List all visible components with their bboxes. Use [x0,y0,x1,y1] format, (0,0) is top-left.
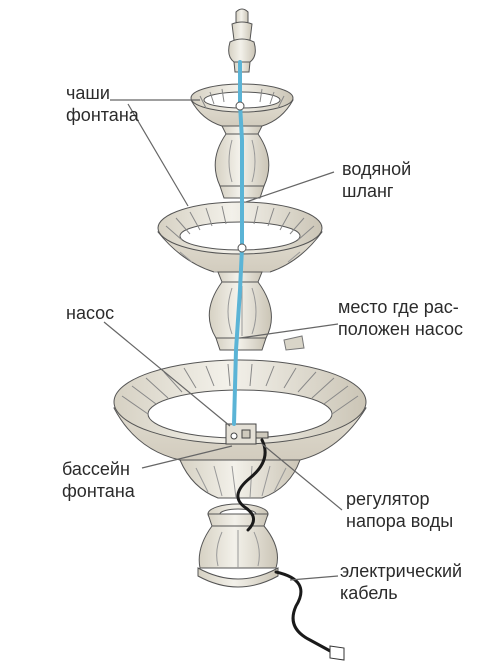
label-pump: насос [66,302,114,324]
pump-location-fragment [283,335,305,351]
leader-basin [141,445,233,469]
label-electrical-cable: электрический кабель [340,560,462,604]
label-water-hose: водяной шланг [342,158,411,202]
label-pump-line1: насос [66,303,115,323]
leader-pump [103,321,231,427]
label-fountain-bowls-line1: чаши [66,83,110,103]
fountain-base [197,503,279,588]
label-electrical-cable-line1: электрический [340,561,463,581]
label-water-hose-line2: шланг [342,181,394,201]
label-water-hose-line1: водяной [342,159,412,179]
label-electrical-cable-line2: кабель [340,583,398,603]
label-fountain-bowls: чаши фонтана [66,82,139,126]
leader-cable [289,575,339,581]
finial [228,8,256,73]
water-hose [232,60,247,426]
label-pump-location-line2: положен насос [338,319,464,339]
leader-hose [245,171,335,203]
label-fountain-bowls-line2: фонтана [66,105,139,125]
label-water-pressure-regulator-line1: регулятор [346,489,430,509]
label-water-pressure-regulator: регулятор напора воды [346,488,453,532]
label-fountain-basin: бассейн фонтана [62,458,135,502]
label-pump-location-line1: место где рас- [338,297,459,317]
label-fountain-basin-line2: фонтана [62,481,135,501]
cable-plug [329,645,345,661]
label-water-pressure-regulator-line2: напора воды [346,511,454,531]
pump-unit [225,423,269,445]
label-pump-location: место где рас- положен насос [338,296,463,340]
electrical-cable [236,438,334,654]
leader-regulator [261,443,343,511]
leader-lines [103,99,343,581]
basin-bowl [113,359,367,461]
label-fountain-basin-line1: бассейн [62,459,130,479]
leader-pump-location [239,323,339,339]
leader-bowls-middle [127,103,189,207]
